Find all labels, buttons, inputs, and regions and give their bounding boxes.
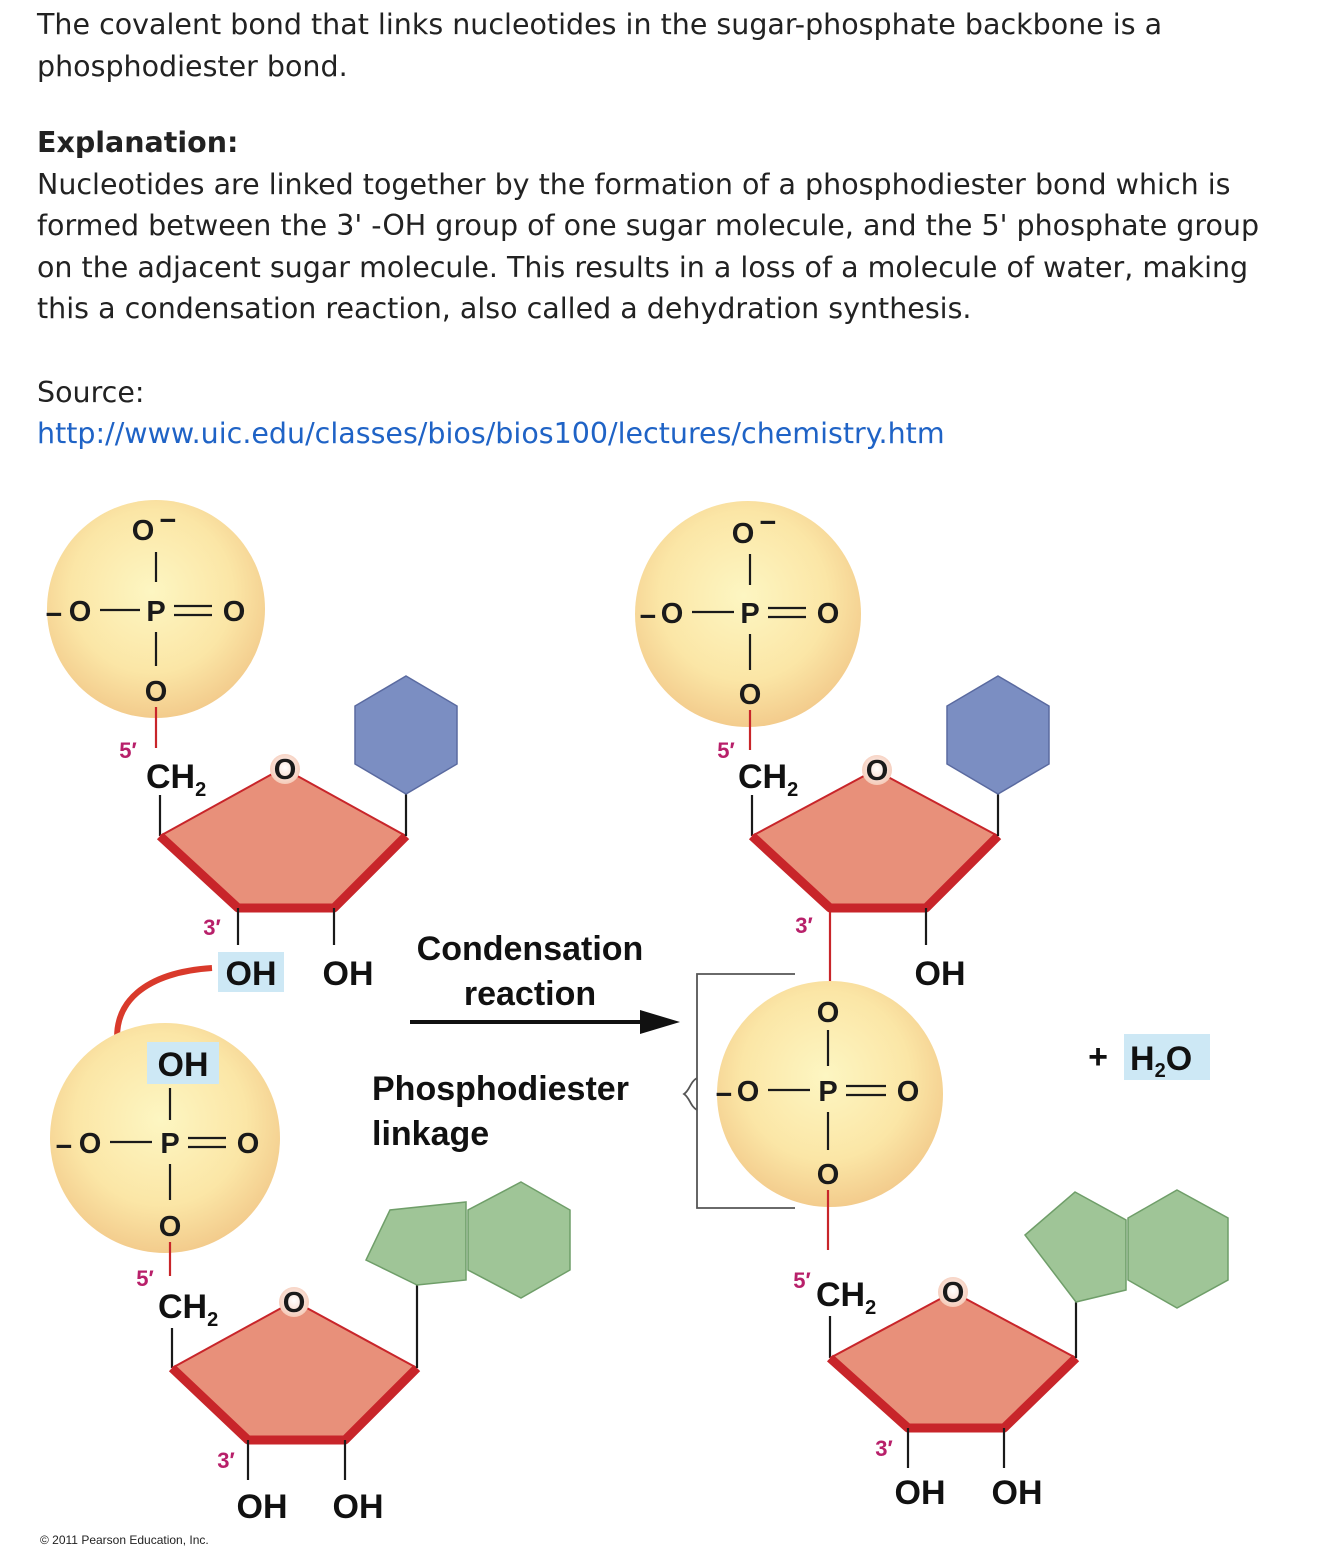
three-prime-label: 3′ [203,915,221,940]
five-prime-label: 5′ [119,738,137,763]
water-highlight [1124,1034,1210,1080]
three-prime-label: 3′ [795,913,813,938]
minus-sign: − [716,1079,733,1111]
explanation-heading: Explanation: [37,126,239,159]
minus-sign: − [640,601,657,633]
minus-sign: − [760,507,777,539]
reaction-labels: Condensation reaction Phosphodiester lin… [372,930,795,1209]
oxygen-label: O [69,596,92,628]
five-prime-label: 5′ [717,738,735,763]
condensation-label: Condensation [417,930,644,968]
minus-sign: − [46,599,63,631]
copyright-notice: © 2011 Pearson Education, Inc. [40,1533,209,1547]
linkage-bracket [696,973,795,1209]
phosphate-sphere [50,1023,280,1253]
phosphate-sphere [717,981,943,1207]
oh-label: OH [158,1046,209,1084]
three-prime-oh-label: OH [226,955,277,993]
pyrimidine-base [946,675,1050,795]
phosphorus-label: P [160,1128,179,1160]
explanation-body: Nucleotides are linked together by the f… [37,167,1260,326]
linkage-label: linkage [372,1115,489,1153]
plus-sign: + [1088,1038,1108,1076]
oxygen-label: O [145,676,168,708]
right-top-nucleotide: O − − O P O O 5′ CH2 O 3′ OH [635,501,1050,993]
ch2-label: CH2 [158,1288,218,1331]
three-prime-oh-label: OH [895,1474,946,1512]
oxygen-label: O [817,1159,840,1191]
five-prime-label: 5′ [793,1268,811,1293]
oxygen-label: O [661,598,684,630]
ring-oxygen [279,1287,309,1317]
reaction-arrow [640,1010,680,1034]
oxygen-label: O [223,596,246,628]
ring-oxygen-label: O [283,1287,306,1319]
two-prime-oh-label: OH [323,955,374,993]
answer-text: The covalent bond that links nucleotides… [37,8,1163,83]
five-prime-label: 5′ [136,1266,154,1291]
source-label: Source: [37,375,145,409]
oxygen-label: O [159,1211,182,1243]
oxygen-label: O [817,997,840,1029]
three-prime-oh-label: OH [237,1488,288,1526]
three-prime-label: 3′ [875,1436,893,1461]
phosphorus-label: P [818,1076,837,1108]
oxygen-label: O [237,1128,260,1160]
purine-base-pentagon [1023,1191,1127,1303]
phosphate-sphere [635,501,861,727]
phosphodiester-linkage: O − O P O O [716,981,943,1250]
ch2-label: CH2 [816,1276,876,1319]
water-label: H2O [1130,1040,1192,1082]
oxygen-label: O [737,1076,760,1108]
purine-base-hexagon [467,1181,571,1299]
purine-base-hexagon [1127,1189,1229,1309]
water-product: + H2O [1088,1034,1210,1082]
two-prime-oh-label: OH [915,955,966,993]
ring-oxygen-label: O [866,755,889,787]
oxygen-label: O [79,1128,102,1160]
oxygen-label: O [732,518,755,550]
oxygen-label: O [897,1076,920,1108]
three-prime-label: 3′ [217,1448,235,1473]
oxygen-label: O [817,598,840,630]
two-prime-oh-label: OH [992,1474,1043,1512]
ring-oxygen-label: O [274,754,297,786]
ch2-label: CH2 [146,758,206,801]
left-bottom-nucleotide: OH − O P O O 5′ CH2 O 3′ OH OH [50,1023,571,1526]
oh-highlight [218,952,284,992]
phosphodiester-label: Phosphodiester [372,1070,629,1108]
phosphorus-label: P [740,598,759,630]
ring-oxygen [270,754,300,784]
reaction-label: reaction [464,975,596,1013]
sugar-pentagon [752,770,998,908]
phosphodiester-diagram: O − − O P O O 5′ CH2 O 3′ OH OH [40,500,1229,1547]
ring-oxygen [862,755,892,785]
source-link[interactable]: http://www.uic.edu/classes/bios/bios100/… [37,417,945,450]
minus-sign: − [160,505,177,537]
left-top-nucleotide: O − − O P O O 5′ CH2 O 3′ OH OH [46,500,458,993]
phosphorus-label: P [146,596,165,628]
phosphate-sphere [47,500,265,718]
right-bottom-nucleotide: 5′ CH2 O 3′ OH OH [793,1189,1229,1512]
pyrimidine-base [354,675,458,795]
two-prime-oh-label: OH [333,1488,384,1526]
purine-base-pentagon [365,1201,467,1286]
oxygen-label: O [739,679,762,711]
ring-oxygen-label: O [942,1277,965,1309]
oh-highlight [147,1042,219,1084]
answer-content: The covalent bond that links nucleotides… [37,4,1287,455]
oxygen-label: O [132,515,155,547]
minus-sign: − [56,1131,73,1163]
ring-oxygen [938,1277,968,1307]
ch2-label: CH2 [738,758,798,801]
